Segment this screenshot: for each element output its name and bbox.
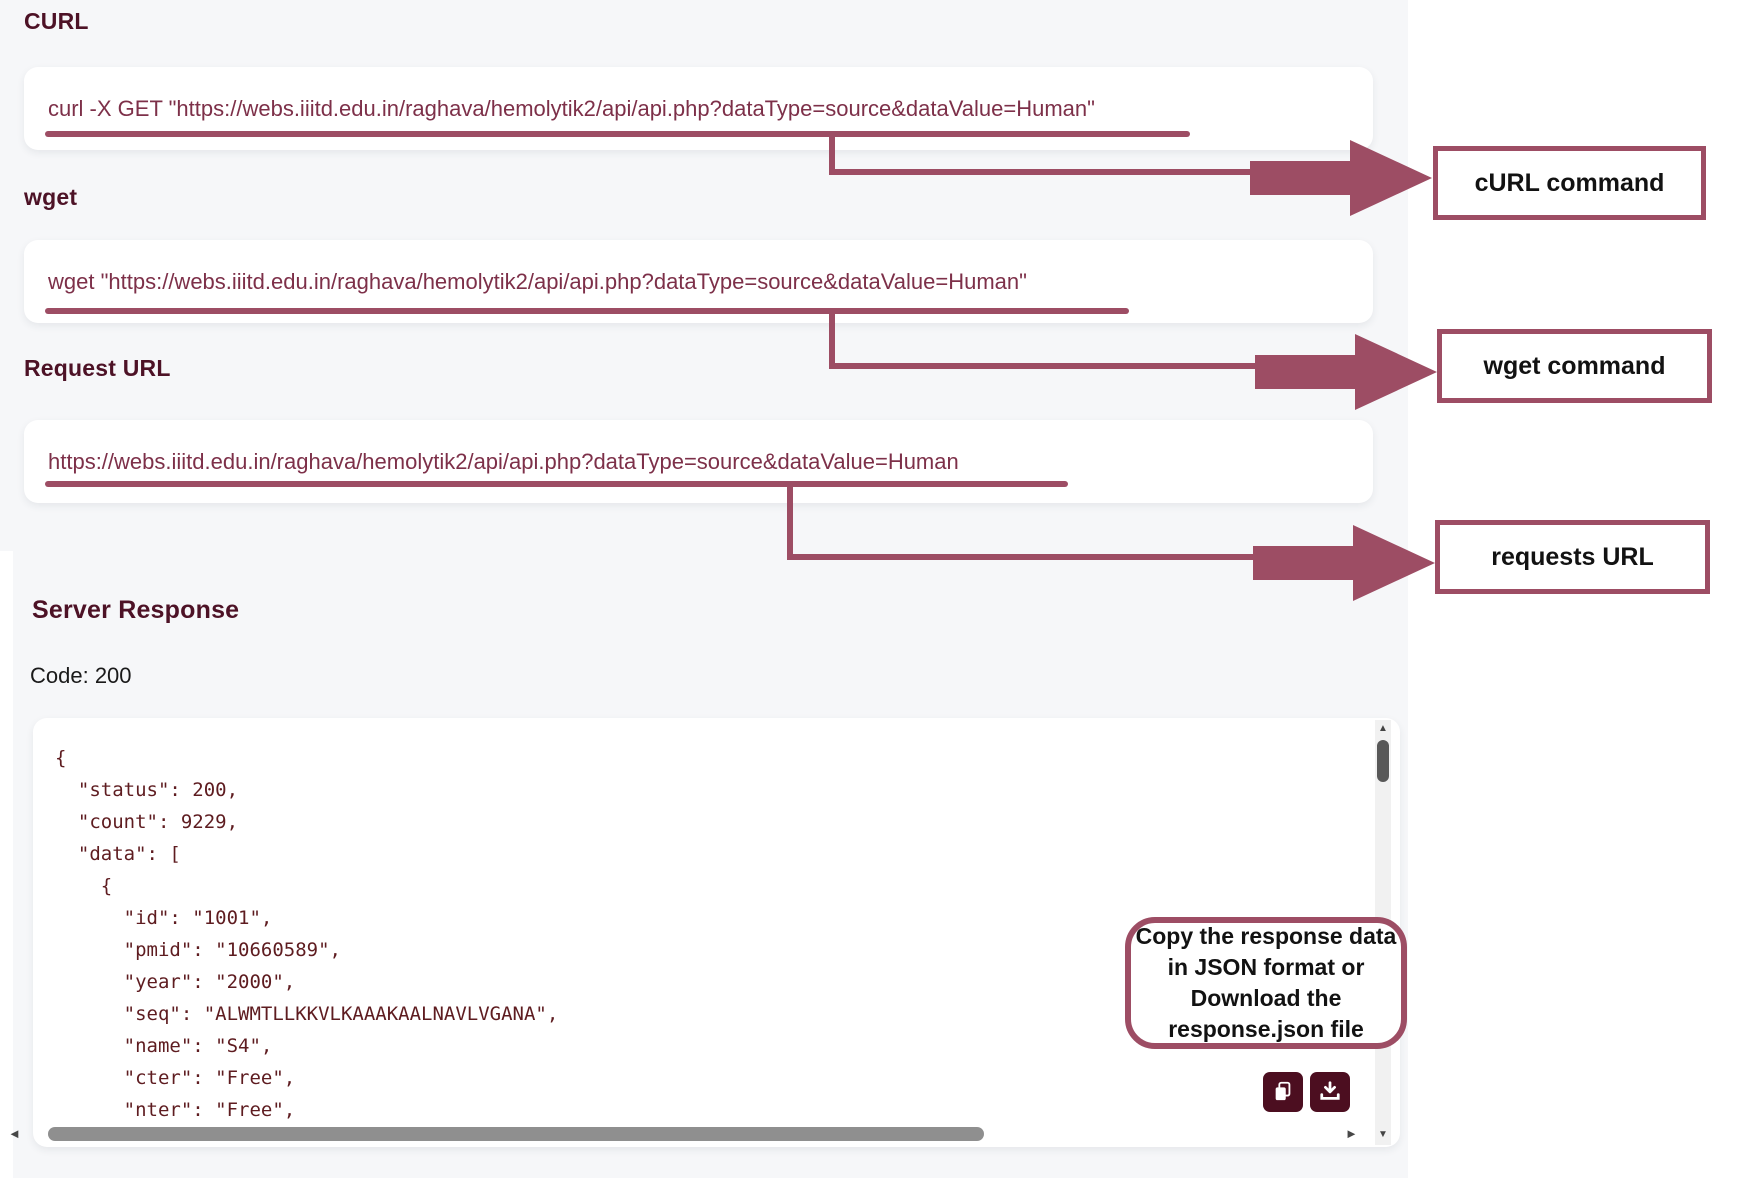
json-line: "cter": "Free", [55, 1067, 296, 1089]
tooltip-line: response.json file [1168, 1016, 1364, 1042]
scroll-up-arrow-icon[interactable]: ▲ [1378, 723, 1388, 734]
json-line: "year": "2000", [55, 971, 296, 993]
curl-command-text: curl -X GET "https://webs.iiitd.edu.in/r… [48, 95, 1095, 121]
vertical-scrollbar-thumb[interactable] [1377, 740, 1389, 782]
tooltip-line: Download the [1190, 985, 1342, 1011]
json-line: "id": "1001", [55, 907, 273, 929]
curl-section-heading: CURL [24, 8, 89, 34]
copy-json-button[interactable] [1263, 1072, 1303, 1112]
json-line: { [55, 747, 67, 769]
request-url-text: https://webs.iiitd.edu.in/raghava/hemoly… [48, 448, 959, 474]
request-url-callout-label: requests URL [1491, 542, 1654, 571]
json-line: "nter": "Free", [55, 1099, 296, 1121]
json-line: { [55, 875, 113, 897]
curl-command-card: curl -X GET "https://webs.iiitd.edu.in/r… [24, 67, 1373, 150]
json-line: "count": 9229, [55, 811, 239, 833]
wget-callout-label: wget command [1483, 351, 1666, 380]
request-url-callout-box: requests URL [1435, 520, 1710, 594]
tooltip-line: Copy the response data [1135, 923, 1397, 949]
wget-command-text: wget "https://webs.iiitd.edu.in/raghava/… [48, 268, 1027, 294]
request-url-section-heading: Request URL [24, 355, 171, 381]
download-icon [1319, 1080, 1341, 1105]
wget-section-heading: wget [24, 184, 78, 210]
copy-download-tooltip: Copy the response data in JSON format or… [1125, 917, 1407, 1049]
copy-icon [1272, 1080, 1294, 1105]
json-line: "pmid": "10660589", [55, 939, 341, 961]
scroll-right-arrow-icon[interactable]: ► [1345, 1126, 1358, 1141]
download-json-button[interactable] [1310, 1072, 1350, 1112]
wget-callout-box: wget command [1437, 329, 1712, 403]
json-line: "seq": "ALWMTLLKKVLKAAAKAALNAVLVGANA", [55, 1003, 559, 1025]
response-code-label: Code: 200 [30, 663, 132, 688]
curl-callout-box: cURL command [1433, 146, 1706, 220]
scroll-left-arrow-icon[interactable]: ◄ [8, 1126, 21, 1141]
json-line: "data": [ [55, 843, 181, 865]
request-url-card: https://webs.iiitd.edu.in/raghava/hemoly… [24, 420, 1373, 503]
curl-callout-label: cURL command [1474, 168, 1665, 197]
wget-command-card: wget "https://webs.iiitd.edu.in/raghava/… [24, 240, 1373, 323]
tooltip-line: in JSON format or [1167, 954, 1365, 980]
server-response-heading: Server Response [32, 596, 240, 624]
json-response-text: { "status": 200, "count": 9229, "data": … [55, 742, 558, 1126]
json-line: "status": 200, [55, 779, 239, 801]
json-line: "name": "S4", [55, 1035, 273, 1057]
scroll-down-arrow-icon[interactable]: ▼ [1378, 1129, 1388, 1140]
horizontal-scrollbar-thumb[interactable] [48, 1127, 984, 1141]
